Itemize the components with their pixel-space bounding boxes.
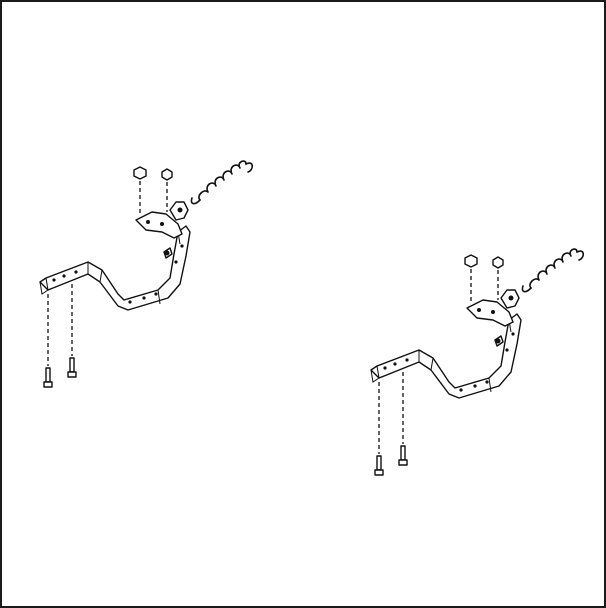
left-bracket-assembly (39, 160, 254, 388)
right-bracket-assembly (370, 248, 585, 476)
